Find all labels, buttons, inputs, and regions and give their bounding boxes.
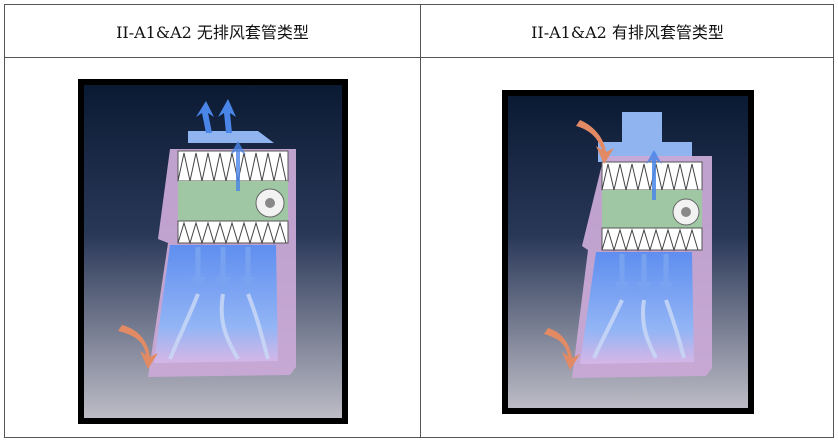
- work-zone-airflow-icon: [168, 293, 270, 360]
- work-zone-airflow-icon: [592, 299, 686, 359]
- supply-filter-pleats: [177, 221, 287, 245]
- exhaust-canopy: [598, 112, 692, 162]
- inflow-arrow-icon: [544, 328, 580, 370]
- header-divider: [5, 57, 833, 58]
- supply-hepa-filter: [601, 227, 703, 251]
- work-zone: [154, 245, 278, 363]
- header-cell-no-exhaust: II-A1&A2 无排风套管类型: [116, 23, 309, 42]
- header-cell-with-exhaust: II-A1&A2 有排风套管类型: [531, 23, 724, 42]
- cabinet-diagram-with-exhaust: [502, 90, 754, 414]
- downflow-arrows: [619, 254, 669, 284]
- supply-hepa-filter: [177, 220, 289, 244]
- inflow-arrow-icon: [118, 325, 158, 369]
- comparison-table: II-A1&A2 无排风套管类型 II-A1&A2 有排风套管类型: [4, 4, 834, 438]
- cabinet-diagram-no-exhaust: [78, 79, 348, 424]
- exhaust-cap: [188, 131, 274, 143]
- canopy-inflow-arrow-icon: [576, 120, 614, 164]
- exhaust-up-arrows: [196, 99, 246, 191]
- column-divider: [420, 5, 421, 437]
- exhaust-up-arrow: [646, 150, 662, 200]
- downflow-arrows: [195, 247, 251, 279]
- supply-filter-pleats: [601, 228, 699, 252]
